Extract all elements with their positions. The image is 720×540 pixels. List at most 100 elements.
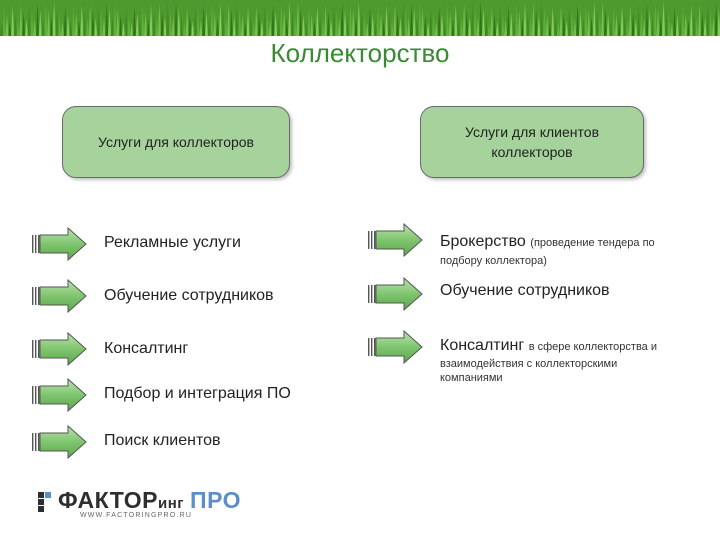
grass-blade bbox=[376, 6, 380, 36]
right-item-note-cont: подбору коллектора) bbox=[440, 255, 547, 267]
grass-blade bbox=[509, 12, 513, 36]
grass-blade bbox=[337, 18, 341, 36]
grass-blade bbox=[5, 14, 9, 36]
grass-blade bbox=[398, 18, 402, 36]
box-left-label: Услуги для коллекторов bbox=[98, 134, 254, 150]
grass-blade bbox=[171, 16, 175, 36]
grass-blade bbox=[182, 22, 186, 36]
grass-blade bbox=[66, 14, 70, 36]
grass-blade bbox=[590, 17, 594, 36]
grass-blade bbox=[573, 19, 577, 36]
grass-blade bbox=[371, 14, 375, 36]
grass-blade bbox=[390, 19, 394, 36]
grass-blade bbox=[191, 21, 195, 36]
grass-blade bbox=[385, 5, 389, 36]
grass-blade bbox=[260, 20, 264, 36]
grass-blade bbox=[202, 5, 206, 36]
grass-blade bbox=[157, 3, 161, 36]
grass-blade bbox=[584, 3, 588, 36]
grass-blade bbox=[210, 4, 214, 36]
grass-blade bbox=[606, 15, 610, 36]
box-right-line2: коллекторов bbox=[491, 144, 573, 160]
grass-blade bbox=[479, 1, 483, 36]
left-item: Поиск клиентов bbox=[104, 432, 221, 449]
grass-blade bbox=[168, 9, 172, 36]
grass-blade bbox=[274, 11, 278, 36]
grass-blade bbox=[135, 13, 139, 36]
grass-blade bbox=[91, 11, 95, 36]
grass-blade bbox=[141, 5, 145, 36]
grass-blade bbox=[537, 16, 541, 36]
logo-part2: инг bbox=[158, 495, 185, 512]
box-right-line1: Услуги для клиентов bbox=[464, 124, 600, 140]
grass-blade bbox=[548, 22, 552, 36]
grass-blade bbox=[351, 9, 355, 36]
grass-blade bbox=[63, 7, 67, 36]
grass-blade bbox=[249, 14, 253, 36]
grass-blade bbox=[578, 11, 582, 36]
grass-blade bbox=[373, 21, 377, 36]
grass-blade bbox=[346, 17, 350, 36]
grass-blade bbox=[551, 7, 555, 36]
grass-blade bbox=[670, 22, 674, 36]
grass-blade bbox=[138, 20, 142, 36]
grass-blade bbox=[85, 19, 89, 36]
grass-blade bbox=[74, 13, 78, 36]
right-item-note: в сфере коллекторства и bbox=[528, 341, 657, 353]
arrow-icon bbox=[30, 278, 88, 314]
grass-blade bbox=[695, 19, 699, 36]
grass-blade bbox=[288, 2, 292, 36]
right-item-note: (проведение тендера по bbox=[530, 237, 655, 249]
grass-blade bbox=[612, 7, 616, 36]
grass-blade bbox=[360, 8, 364, 36]
grass-blade bbox=[565, 20, 569, 36]
grass-blade bbox=[692, 12, 696, 36]
grass-blade bbox=[196, 13, 200, 36]
grass-blade bbox=[542, 8, 546, 36]
grass-blade bbox=[52, 1, 56, 36]
grass-blade bbox=[105, 2, 109, 36]
grass-blade bbox=[628, 5, 632, 36]
grass-blade bbox=[473, 9, 477, 36]
grass-blade bbox=[393, 4, 397, 36]
grass-blade bbox=[326, 12, 330, 36]
grass-blade bbox=[27, 4, 31, 36]
grass-blade bbox=[58, 15, 62, 36]
grass-blade bbox=[293, 16, 297, 36]
grass-blade bbox=[24, 19, 28, 36]
grass-blade bbox=[365, 22, 369, 36]
grass-blade bbox=[531, 2, 535, 36]
grass-blade bbox=[529, 17, 533, 36]
arrow-icon bbox=[366, 222, 424, 258]
grass-blade bbox=[2, 7, 6, 36]
grass-blade bbox=[639, 11, 643, 36]
grass-blade bbox=[132, 6, 136, 36]
grass-blade bbox=[626, 20, 630, 36]
grass-blade bbox=[16, 20, 20, 36]
grass-blade bbox=[263, 5, 267, 36]
grass-blade bbox=[468, 17, 472, 36]
grass-blade bbox=[243, 22, 247, 36]
grass-blade bbox=[490, 7, 494, 36]
grass-blade bbox=[418, 1, 422, 36]
grass-blade bbox=[429, 7, 433, 36]
grass-blade bbox=[77, 20, 81, 36]
grass-blade bbox=[434, 21, 438, 36]
grass-blade bbox=[498, 6, 502, 36]
grass-blade bbox=[620, 6, 624, 36]
grass-blade bbox=[265, 12, 269, 36]
grass-blade bbox=[592, 2, 596, 36]
grass-blade bbox=[706, 3, 710, 36]
grass-blade bbox=[642, 18, 646, 36]
grass-blade bbox=[204, 12, 208, 36]
right-item-label: Консалтинг bbox=[440, 337, 525, 354]
grass-banner bbox=[0, 0, 720, 36]
grass-blade bbox=[437, 6, 441, 36]
grass-blade bbox=[664, 8, 668, 36]
grass-blade bbox=[645, 3, 649, 36]
grass-blade bbox=[218, 3, 222, 36]
grass-blade bbox=[113, 1, 117, 36]
grass-blade bbox=[227, 2, 231, 36]
grass-blade bbox=[656, 9, 660, 36]
